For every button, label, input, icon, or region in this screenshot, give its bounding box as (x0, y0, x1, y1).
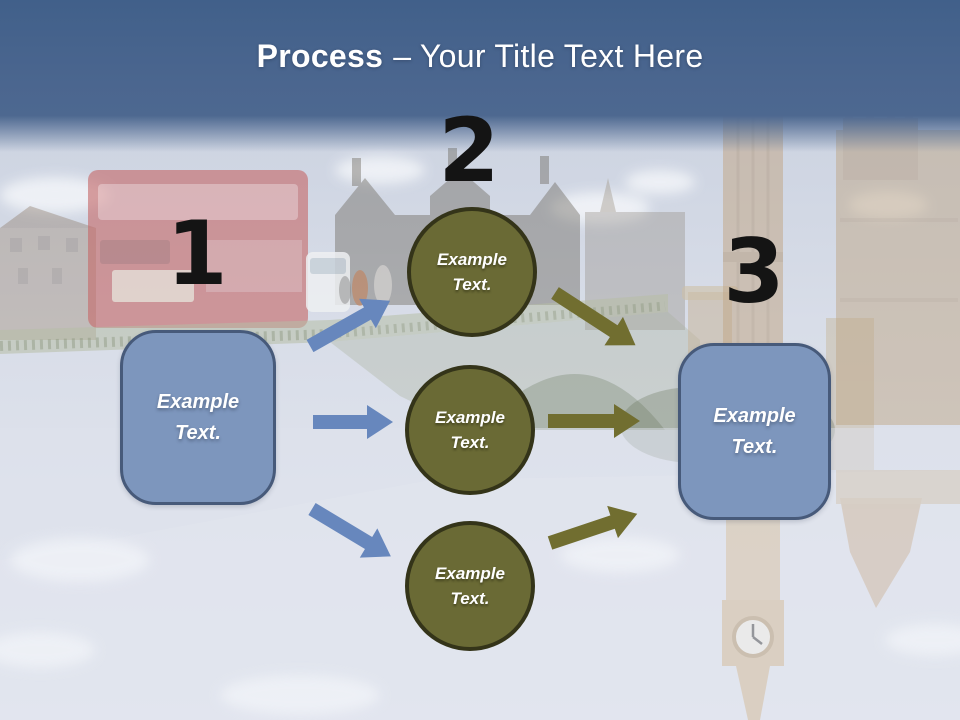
step-2-circle-1-label: Example Text. (437, 249, 507, 295)
step-2-circle-2: Example Text. (405, 365, 535, 495)
parliament-reflection (836, 470, 960, 608)
slide-title: Process – Your Title Text Here (0, 0, 960, 112)
step-3-box: Example Text. (678, 343, 831, 520)
step-2-circle-3-label: Example Text. (435, 563, 505, 609)
step-2-circle-3: Example Text. (405, 521, 535, 651)
white-van (306, 252, 350, 312)
pedestrians (339, 265, 392, 306)
step-number-3: 3 (723, 220, 785, 323)
step-number-1: 1 (166, 202, 228, 305)
title-keyword: Process (256, 37, 384, 74)
step-3-box-label: Example Text. (713, 404, 796, 458)
step-1-box: Example Text. (120, 330, 276, 505)
step-number-2: 2 (438, 99, 500, 202)
step-1-box-label: Example Text. (156, 390, 240, 444)
clouds-reflection (0, 537, 960, 715)
title-text: – Your Title Text Here (393, 37, 704, 74)
title-banner (0, 0, 960, 152)
left-building (0, 206, 96, 340)
red-bus (88, 170, 308, 328)
step-2-circle-2-label: Example Text. (435, 407, 505, 453)
step-2-circle-1: Example Text. (407, 207, 537, 337)
